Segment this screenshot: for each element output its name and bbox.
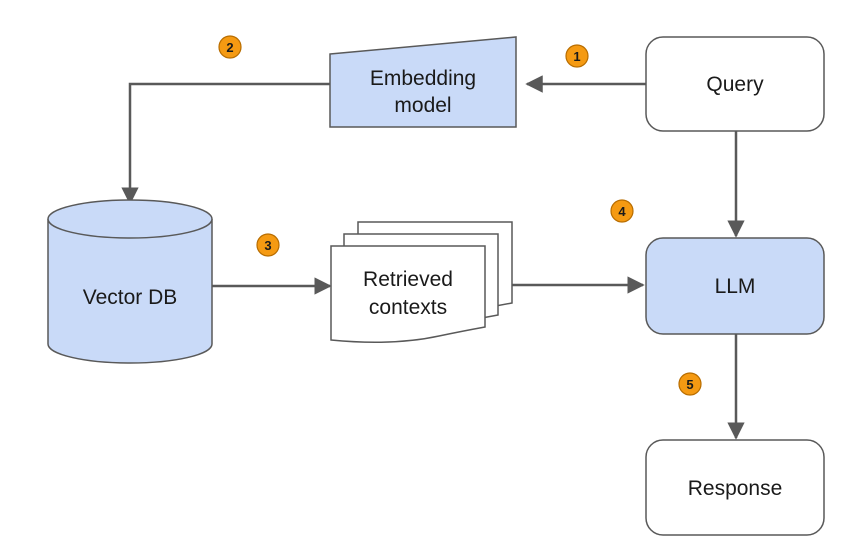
step-badge-5: 5 [678,372,702,396]
connectors [121,75,745,440]
step-badge-3: 3 [256,233,280,257]
query-label: Query [706,73,764,96]
arrow-embedding-to-vectordb [121,82,330,205]
vector-db-label: Vector DB [83,286,178,309]
step-badge-4-label: 4 [618,204,626,219]
embedding-model-label-line2: model [394,94,451,117]
response-label: Response [688,477,783,500]
vector-db-node: Vector DB [47,199,213,364]
llm-node: LLM [645,237,825,335]
step-badge-4: 4 [610,199,634,223]
retrieved-contexts-label-line1: Retrieved [363,268,453,291]
step-badge-2: 2 [218,35,242,59]
step-badge-1: 1 [565,44,589,68]
step-badge-3-label: 3 [264,238,271,253]
embedding-model-label-line1: Embedding [370,67,476,90]
step-badge-2-label: 2 [226,40,233,55]
retrieved-contexts-node: Retrieved contexts [330,221,513,343]
query-node: Query [645,36,825,132]
step-badge-5-label: 5 [686,377,693,392]
embedding-model-node: Embedding model [329,36,517,128]
retrieved-contexts-label-line2: contexts [369,296,447,319]
response-node: Response [645,439,825,536]
step-badge-1-label: 1 [573,49,580,64]
llm-label: LLM [715,275,756,298]
